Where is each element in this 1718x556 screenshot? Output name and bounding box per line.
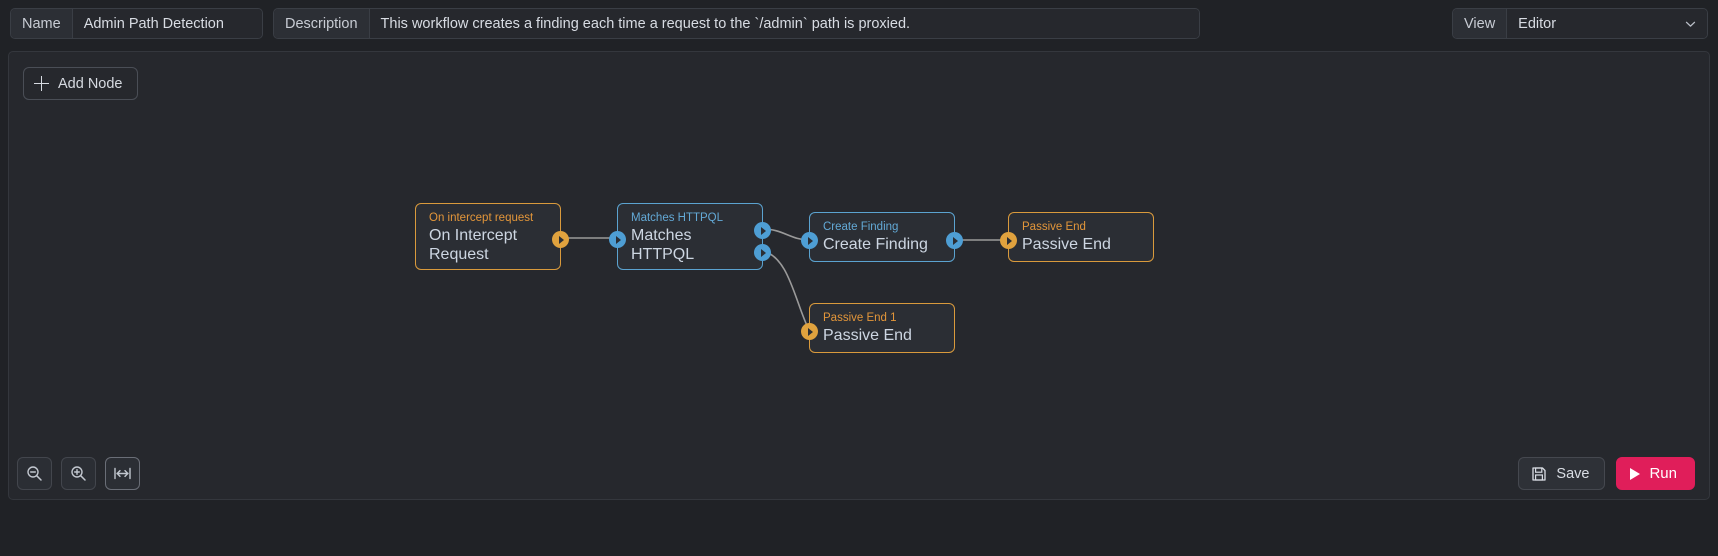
chevron-down-icon [1684,17,1697,30]
port-arrow-icon [559,235,564,244]
node-title: On Intercept Request [429,227,518,263]
node-kicker: Passive End [1022,221,1086,233]
node-title: Matches HTTPQL [631,227,695,263]
description-input[interactable]: This workflow creates a finding each tim… [369,9,1199,38]
input-port[interactable] [801,232,818,249]
input-port[interactable] [1000,232,1017,249]
node-graph: On intercept request On Intercept Reques… [9,52,1709,499]
output-port[interactable] [552,231,569,248]
node-kicker: Create Finding [823,221,899,233]
description-field[interactable]: Description This workflow creates a find… [273,8,1200,39]
run-button[interactable]: Run [1616,457,1695,490]
name-label: Name [11,9,73,38]
node-on-intercept-request[interactable]: On intercept request On Intercept Reques… [415,203,569,270]
edge-layer [568,228,1008,331]
workflow-canvas[interactable]: Add Node On intercept request On Interce… [8,51,1710,500]
zoom-in-icon [71,466,86,481]
port-arrow-icon [761,248,766,257]
save-button[interactable]: Save [1518,457,1606,490]
add-node-button[interactable]: Add Node [23,67,138,100]
node-kicker: On intercept request [429,212,534,224]
node-passive-end[interactable]: Passive End Passive End [1000,212,1154,262]
node-create-finding[interactable]: Create Finding Create Finding [801,212,963,262]
editor-header: Name Admin Path Detection Description Th… [0,0,1718,47]
node-kicker: Matches HTTPQL [631,212,724,224]
port-arrow-icon [808,236,813,245]
node-passive-end-1[interactable]: Passive End 1 Passive End [801,303,955,353]
play-icon [1630,467,1641,480]
port-arrow-icon [761,226,766,235]
view-select-value[interactable]: Editor [1507,9,1707,38]
name-input[interactable]: Admin Path Detection [72,9,262,38]
name-field[interactable]: Name Admin Path Detection [10,8,263,39]
plus-icon [34,76,49,91]
edge-matches-to-passive-end-1 [762,250,810,331]
description-label: Description [274,9,370,38]
input-port[interactable] [801,323,818,340]
save-icon [1532,466,1547,481]
output-port-true[interactable] [754,222,771,239]
zoom-out-icon [27,466,42,481]
fit-view-button[interactable] [105,457,140,490]
zoom-in-button[interactable] [61,457,96,490]
node-kicker: Passive End 1 [823,312,897,324]
output-port-false[interactable] [754,244,771,261]
zoom-out-button[interactable] [17,457,52,490]
port-arrow-icon [808,327,813,336]
port-arrow-icon [953,236,958,245]
port-arrow-icon [1007,236,1012,245]
save-label: Save [1556,465,1590,482]
add-node-label: Add Node [58,75,123,92]
input-port[interactable] [609,231,626,248]
action-buttons: Save Run [1518,457,1695,490]
zoom-controls [17,457,140,490]
fit-view-icon [114,467,131,480]
node-matches-httpql[interactable]: Matches HTTPQL Matches HTTPQL [609,203,771,270]
view-select[interactable]: View Editor [1452,8,1708,39]
output-port[interactable] [946,232,963,249]
port-arrow-icon [616,235,621,244]
node-title: Passive End [823,327,912,344]
node-title: Passive End [1022,236,1111,253]
run-label: Run [1649,465,1677,482]
node-title: Create Finding [823,236,928,253]
view-label: View [1453,9,1508,38]
